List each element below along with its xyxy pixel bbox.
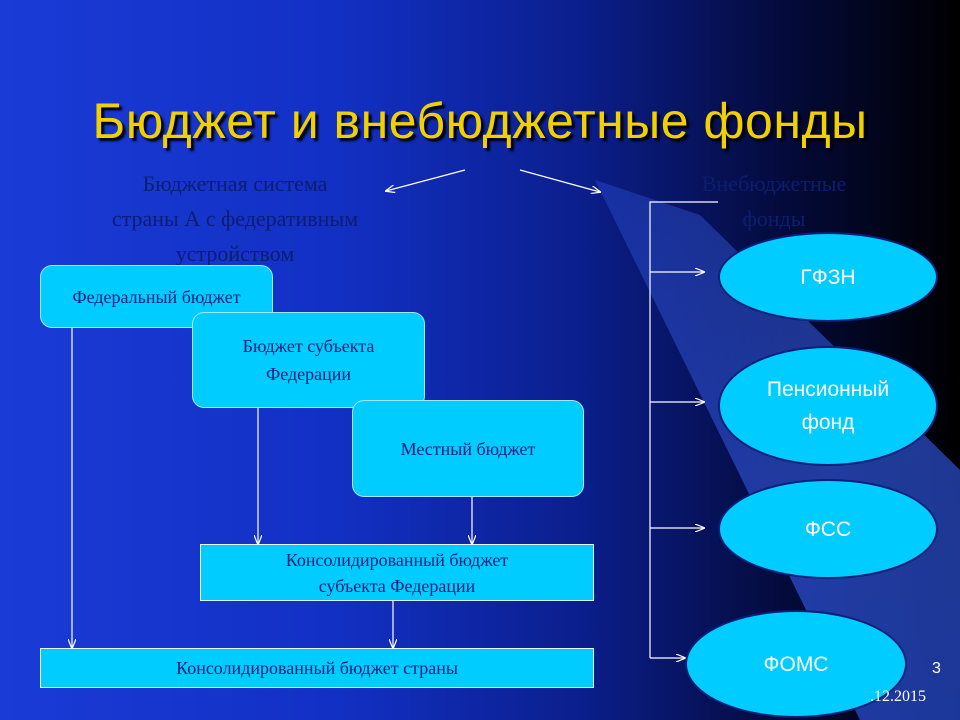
budget-system-caption: Бюджетная система страны А с федеративны… <box>70 166 400 271</box>
subject-budget-label-line2: Федерации <box>265 364 351 384</box>
federal-budget-label: Федеральный бюджет <box>72 286 241 307</box>
subject-budget-label-line1: Бюджет субъекта <box>242 336 375 356</box>
arrow-to-budget-system <box>386 169 466 191</box>
consolidated-subject-budget-box: Консолидированный бюджет субъекта Федера… <box>200 544 594 601</box>
consolidated-country-budget-box: Консолидированный бюджет страны <box>40 648 594 688</box>
arrow-to-funds <box>519 169 600 192</box>
extrabudgetary-funds-caption-line1: Внебюджетные <box>701 171 847 196</box>
slide-number: 3 <box>932 660 941 677</box>
consolidated-subject-label-line1: Консолидированный бюджет <box>285 549 509 570</box>
fund-pension-label: Пенсионный фонд <box>766 378 890 434</box>
fund-fss-label: ФСС <box>804 517 852 541</box>
budget-system-caption-line1: Бюджетная система <box>142 171 328 196</box>
consolidated-country-label: Консолидированный бюджет страны <box>176 658 458 678</box>
consolidated-subject-label-line2: субъекта Федерации <box>318 575 476 596</box>
local-budget-label: Местный бюджет <box>400 438 536 459</box>
budget-system-caption-line2: страны А с федеративным <box>111 206 359 231</box>
fund-fss-oval: ФСС <box>718 479 938 579</box>
fund-foms-oval: ФОМС <box>685 610 907 718</box>
fund-foms-label: ФОМС <box>763 652 829 676</box>
slide-date: .12.2015 <box>870 688 926 705</box>
fund-gfzn-label: ГФЗН <box>800 265 856 289</box>
fund-pension-oval: Пенсионный фонд <box>718 346 938 466</box>
extrabudgetary-funds-caption: Внебюджетные фонды <box>664 166 884 236</box>
funds-bracket <box>649 201 718 658</box>
local-budget-box: Местный бюджет <box>352 400 584 497</box>
fund-gfzn-oval: ГФЗН <box>718 232 938 322</box>
subject-budget-box: Бюджет субъекта Федерации <box>192 312 425 408</box>
budget-system-caption-line3: устройством <box>175 241 295 266</box>
slide-title: Бюджет и внебюджетные фонды <box>92 93 868 149</box>
extrabudgetary-funds-caption-line2: фонды <box>742 206 806 231</box>
